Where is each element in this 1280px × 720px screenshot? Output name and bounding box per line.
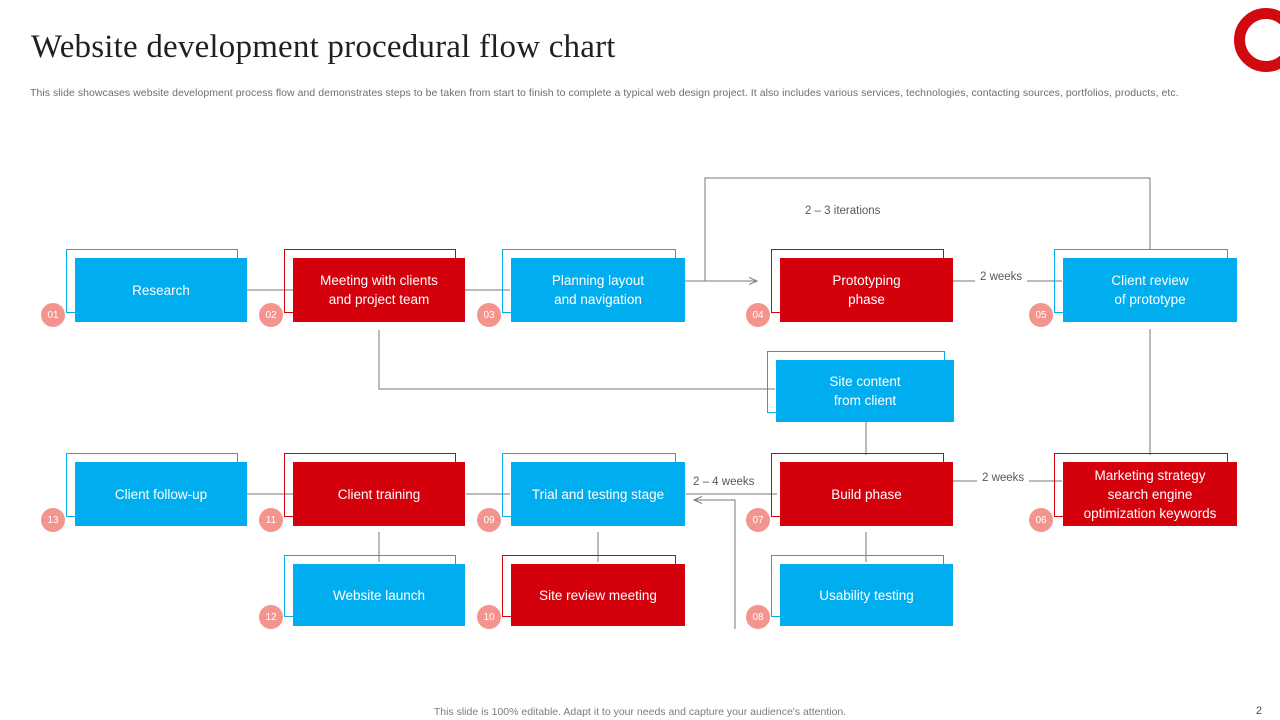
- step-badge-05: 05: [1029, 303, 1053, 327]
- node-client-training[interactable]: Client training: [284, 453, 465, 526]
- node-label: Prototyping phase: [832, 273, 901, 307]
- node-site-review-meeting[interactable]: Site review meeting: [502, 555, 685, 626]
- edge-site-review-loop: [694, 500, 736, 629]
- node-label: Website launch: [332, 587, 426, 603]
- node-label: Trial and testing stage: [531, 486, 665, 502]
- node-research[interactable]: Research: [66, 249, 247, 322]
- node-label: Build phase: [831, 486, 902, 502]
- step-badge-13: 13: [41, 508, 65, 532]
- edge-meeting-to-site-content: [378, 330, 775, 390]
- node-label: Site content from client: [829, 374, 901, 408]
- step-badge-06: 06: [1029, 508, 1053, 532]
- node-site-content-from-client[interactable]: Site content from client: [767, 351, 954, 422]
- edge-iteration-loop: [704, 177, 1151, 281]
- page-number: 2: [1255, 705, 1262, 717]
- step-badge-08: 08: [746, 605, 770, 629]
- connector-layer: [246, 177, 1151, 629]
- node-usability-testing[interactable]: Usability testing: [771, 555, 953, 626]
- node-label: Meeting with clients and project team: [320, 273, 438, 307]
- node-client-follow-up[interactable]: Client follow-up: [66, 453, 247, 526]
- node-label: Research: [132, 282, 190, 298]
- red-ring-logo-icon: [1234, 8, 1280, 72]
- node-label: Client follow-up: [114, 486, 208, 502]
- node-label: Site review meeting: [539, 587, 657, 603]
- edge-label-two-weeks-bottom: 2 weeks: [977, 472, 1030, 484]
- step-badge-04: 04: [746, 303, 770, 327]
- node-meeting-with-clients[interactable]: Meeting with clients and project team: [284, 249, 465, 322]
- footer-note: This slide is 100% editable. Adapt it to…: [433, 706, 847, 718]
- flow-chart: Research 01 Meeting with clients and pro…: [41, 177, 1237, 629]
- node-label: Planning layout and navigation: [551, 273, 645, 307]
- step-badge-10: 10: [477, 605, 501, 629]
- step-badge-12: 12: [259, 605, 283, 629]
- step-badge-02: 02: [259, 303, 283, 327]
- node-label: Client review of prototype: [1111, 273, 1189, 307]
- node-marketing-strategy[interactable]: Marketing strategy search engine optimiz…: [1054, 453, 1237, 526]
- page-subtitle: This slide showcases website development…: [30, 87, 1179, 99]
- step-badge-03: 03: [477, 303, 501, 327]
- node-label: Usability testing: [819, 587, 914, 603]
- node-prototyping-phase[interactable]: Prototyping phase: [771, 249, 953, 322]
- edge-label-iterations: 2 – 3 iterations: [800, 205, 886, 217]
- step-badge-07: 07: [746, 508, 770, 532]
- node-client-review[interactable]: Client review of prototype: [1054, 249, 1237, 322]
- node-label: Client training: [337, 486, 421, 502]
- node-label: Marketing strategy search engine optimiz…: [1083, 467, 1217, 521]
- edge-label-two-weeks-top: 2 weeks: [975, 271, 1028, 283]
- node-website-launch[interactable]: Website launch: [284, 555, 465, 626]
- node-planning-layout[interactable]: Planning layout and navigation: [502, 249, 685, 322]
- step-badge-09: 09: [477, 508, 501, 532]
- node-trial-and-testing-stage[interactable]: Trial and testing stage: [502, 453, 685, 526]
- step-badge-11: 11: [259, 508, 283, 532]
- page-title: Website development procedural flow char…: [31, 29, 616, 65]
- step-badge-01: 01: [41, 303, 65, 327]
- edge-label-two-to-four-weeks: 2 – 4 weeks: [688, 476, 760, 488]
- node-build-phase[interactable]: Build phase: [771, 453, 953, 526]
